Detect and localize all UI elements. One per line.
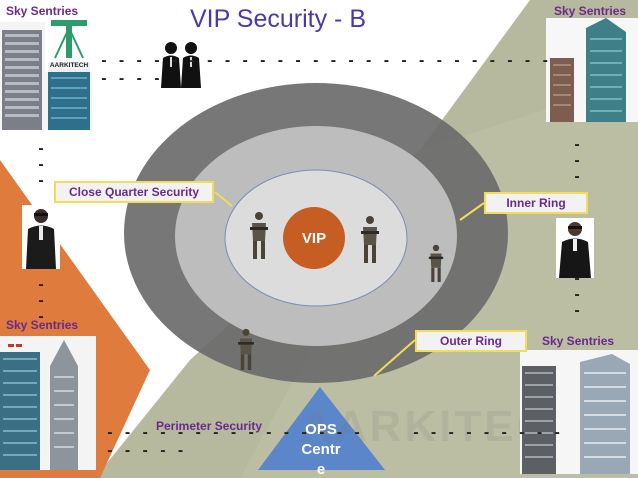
ops-line-3: e [316,461,326,478]
callout-close-quarter: Close Quarter Security [54,181,214,203]
ops-line-1: OPS [305,421,337,438]
soldier-icon-3 [428,244,444,282]
agents-pair-icon [158,40,204,88]
callout-outer-ring: Outer Ring [415,330,527,352]
building-image-bottom-left [0,336,96,470]
perimeter-security-label: Perimeter Security [156,419,263,433]
dash-right-lower-3: - [573,304,581,319]
dash-left-lower-2: - [37,294,45,309]
sky-sentries-label-top-left: Sky Sentries [6,4,79,18]
dash-left-lower-1: - [37,278,45,293]
vip-label: VIP [301,230,327,247]
dash-right-3: - [573,170,581,185]
sky-sentries-label-mid-right: Sky Sentries [542,334,615,348]
soldier-icon-2 [361,216,379,263]
building-image-top-right [546,18,638,122]
soldier-icon-4 [238,328,254,370]
ops-line-2: Centr [301,441,341,458]
sky-sentries-label-mid-left: Sky Sentries [6,318,79,332]
dash-left-1: - [37,142,45,157]
dash-left-3: - [37,174,45,189]
dashes-top-row-1: - - - - - - - - - - - - - - - - - - - - … [100,54,551,69]
dashes-bottom-left-row-2: - - - - - [106,444,186,459]
close-quarter-connector [214,191,233,207]
dashes-bottom-right-row-1: - - - - - - - - - [412,426,563,441]
dashes-top-row-2: - - - - [100,72,162,87]
callout-inner-ring: Inner Ring [484,192,588,214]
dashes-bottom-left-row-1: - - - - - - - - - - - - - - - [106,426,362,441]
aarkitech-logo-icon: AARKITECH [45,16,93,72]
agent-left-icon [22,205,60,269]
dash-right-lower-2: - [573,288,581,303]
dash-left-2: - [37,158,45,173]
outer-ring-connector [373,339,416,377]
page-title: VIP Security - B [190,5,366,33]
dashes-right-column: - - - [572,138,582,186]
ops-triangle [258,387,385,470]
logo-text: AARKITECH [50,62,89,69]
dash-right-lower-1: - [573,272,581,287]
dash-right-2: - [573,154,581,169]
dashes-left-column-lower: - - - [36,278,46,326]
vip-circle [283,207,345,269]
soldier-icon-1 [250,212,268,259]
agent-right-icon [556,218,594,278]
building-image-bottom-right [520,350,638,474]
inner-ring-connector [459,202,485,221]
dash-right-1: - [573,138,581,153]
sky-sentries-label-top-right: Sky Sentries [554,4,627,18]
dashes-left-column: - - - [36,142,46,190]
dashes-right-column-lower: - - - [572,272,582,320]
dash-left-lower-3: - [37,310,45,325]
ops-centre-label: OPS Centr e [290,420,352,478]
